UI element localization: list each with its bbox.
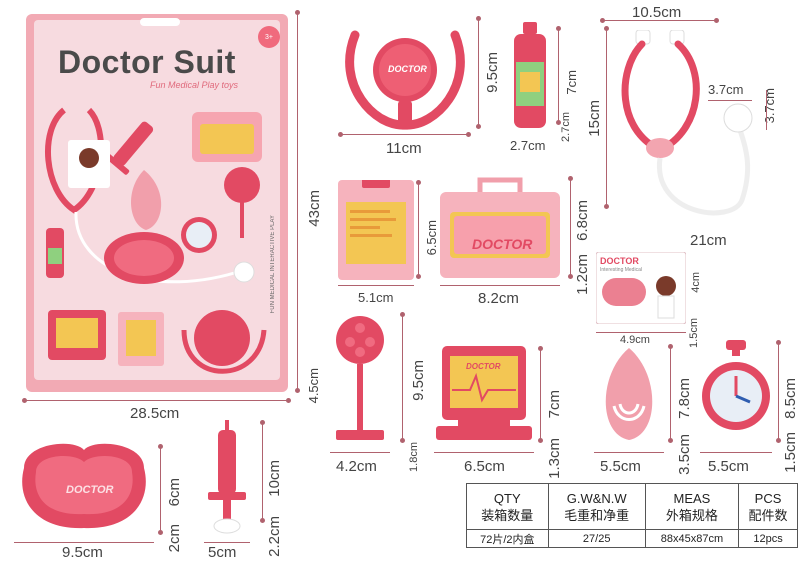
id-card-toy (596, 252, 686, 324)
dim-watch-width: 5.5cm (708, 458, 749, 475)
age-badge: 3+ (258, 26, 280, 48)
dim-clipboard-width: 5.1cm (358, 290, 394, 305)
monitor-toy (436, 346, 532, 440)
idcard-subtitle: Interesting Medical (600, 267, 642, 273)
doctor-case-toy (440, 177, 560, 278)
clipboard-toy (338, 180, 414, 280)
stethoscope-toy (621, 30, 753, 216)
dim-card-height: 43cm (306, 190, 323, 227)
dim-mask-height: 7.8cm (676, 378, 693, 419)
spec-value-weight: 27/25 (547, 529, 646, 548)
dim-syringe-width: 5cm (208, 544, 237, 561)
idcard-title: DOCTOR (600, 256, 639, 266)
dim-monitor-height: 7cm (546, 390, 563, 419)
dim-stetho-width: 10.5cm (632, 4, 682, 21)
dim-clipboard-height: 6.5cm (424, 220, 439, 256)
dim-lamp-height: 9.5cm (410, 360, 427, 401)
watch-toy (702, 340, 770, 430)
dim-tray-width: 9.5cm (62, 544, 103, 561)
dim-syringe-height: 10cm (266, 460, 283, 497)
lamp-toy (336, 316, 384, 440)
pkg-syringe (103, 121, 154, 175)
dim-idcard-depth: 1.5cm (688, 318, 700, 348)
dim-monitor-depth: 1.3cm (546, 438, 563, 479)
pkg-lamp (224, 167, 260, 203)
dim-card-depth: 4.5cm (306, 368, 321, 404)
dim-case-height: 6.8cm (574, 200, 591, 241)
dim-case-width: 8.2cm (478, 290, 519, 307)
dim-card-width: 28.5cm (130, 405, 180, 422)
tray-toy (22, 443, 146, 529)
monitor-logo: DOCTOR (466, 362, 501, 371)
dim-mask-depth: 3.5cm (676, 434, 693, 475)
syringe-toy (208, 420, 246, 534)
pkg-mask (131, 170, 162, 230)
dim-stetho-length: 21cm (690, 232, 727, 249)
spec-value-qty: 72片/2内盒 (466, 529, 549, 548)
dim-watch-height: 8.5cm (782, 378, 799, 419)
dim-idcard-width: 4.9cm (620, 334, 650, 346)
dim-tray-depth: 2cm (166, 524, 183, 553)
mask-toy (605, 348, 653, 440)
dim-monitor-width: 6.5cm (464, 458, 505, 475)
reflector-logo: DOCTOR (388, 64, 427, 74)
dim-stetho-chest-w: 3.7cm (708, 82, 744, 97)
tray-logo: DOCTOR (66, 484, 114, 496)
case-logo: DOCTOR (472, 236, 533, 252)
pkg-stethoscope (45, 107, 104, 214)
pkg-reflector (194, 310, 250, 366)
dim-reflector-height: 9.5cm (484, 52, 501, 93)
package-toys-illustration (45, 107, 267, 374)
spec-value-meas: 88x45x87cm (644, 529, 740, 548)
bottle-toy (514, 22, 546, 128)
dim-watch-depth: 1.5cm (782, 432, 799, 473)
dim-bottle-width: 2.7cm (510, 138, 546, 153)
dim-stetho-height: 15cm (586, 100, 603, 137)
hanger-hole (140, 18, 180, 26)
dim-mask-width: 5.5cm (600, 458, 641, 475)
dim-tray-height: 6cm (166, 478, 183, 507)
package-title: Doctor Suit (58, 44, 236, 80)
dim-reflector-width: 11cm (386, 140, 422, 157)
reflector-toy (345, 30, 465, 130)
package-subtitle: Fun Medical Play toys (150, 80, 239, 90)
dim-lamp-width: 4.2cm (336, 458, 377, 475)
dim-stetho-chest-h: 3.7cm (762, 88, 777, 124)
spec-value-pcs: 12pcs (738, 529, 798, 548)
dim-syringe-depth: 2.2cm (266, 516, 283, 557)
dim-bottle-depth: 2.7cm (560, 112, 572, 142)
dim-idcard-height: 4cm (690, 272, 702, 293)
dim-case-depth: 1.2cm (574, 254, 591, 295)
dim-bottle-height: 7cm (564, 70, 579, 95)
dim-lamp-depth: 1.8cm (408, 442, 420, 472)
